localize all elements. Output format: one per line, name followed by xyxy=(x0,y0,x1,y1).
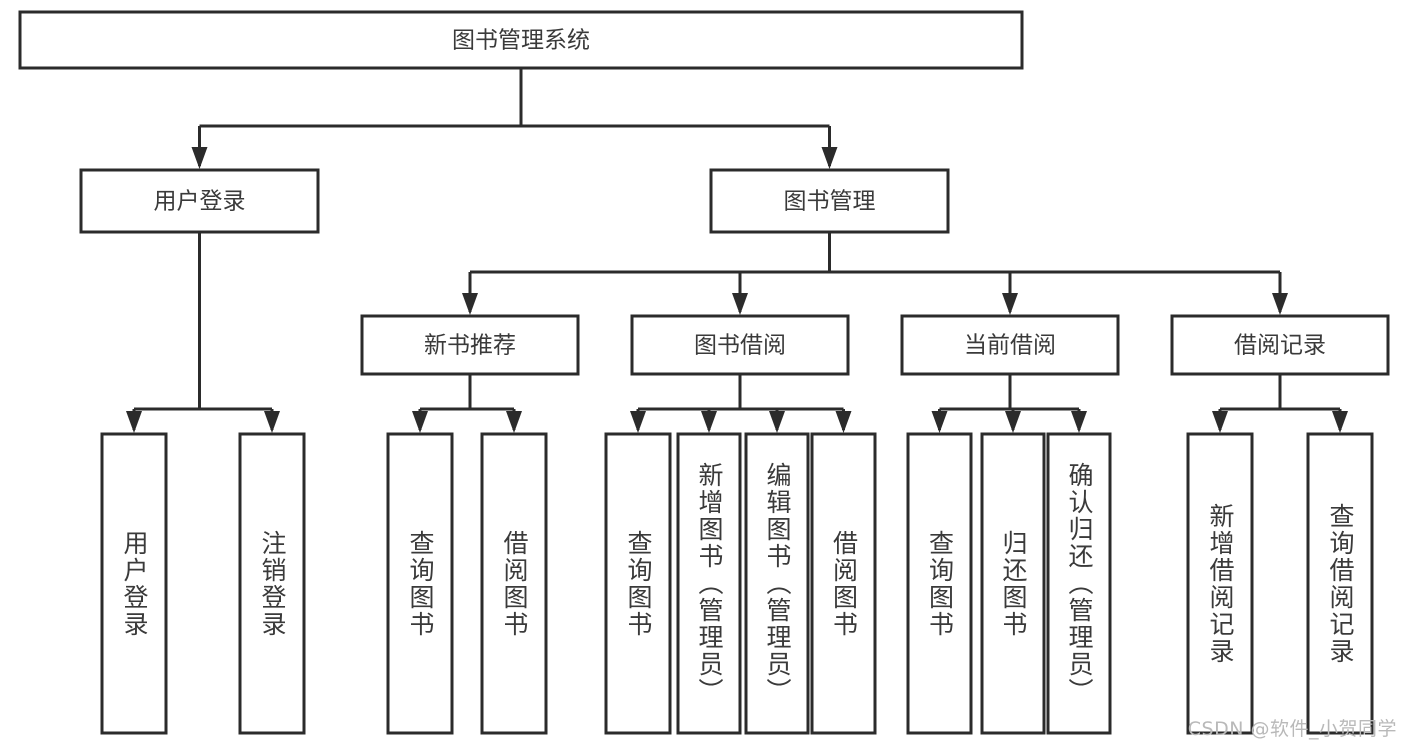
arrow-head xyxy=(412,411,428,433)
node-level3-2[interactable] xyxy=(900,314,1120,376)
arrow-head xyxy=(835,411,852,433)
node-level2-label-0: 用户登录 xyxy=(154,189,246,215)
node-box[interactable] xyxy=(906,432,973,735)
node-level3-0[interactable] xyxy=(360,314,580,376)
node-level3-3[interactable] xyxy=(1170,314,1390,376)
node-box[interactable] xyxy=(810,432,877,735)
arrow-head xyxy=(1212,411,1228,433)
arrow-head xyxy=(732,293,748,315)
node-box[interactable] xyxy=(604,432,672,735)
node-box[interactable] xyxy=(676,432,742,735)
node-leaf-2[interactable] xyxy=(386,432,454,735)
node-level3-label-2: 当前借阅 xyxy=(964,333,1056,359)
arrow-head xyxy=(769,411,785,433)
node-level3-1[interactable] xyxy=(630,314,850,376)
node-box[interactable] xyxy=(18,10,1024,70)
node-leaf-1[interactable] xyxy=(238,432,306,735)
node-leaf-5[interactable] xyxy=(676,432,742,735)
node-level3-label-0: 新书推荐 xyxy=(424,333,516,359)
node-box[interactable] xyxy=(360,314,580,376)
node-box[interactable] xyxy=(900,314,1120,376)
arrow-head xyxy=(506,411,522,433)
node-leaf-12[interactable] xyxy=(1306,432,1374,735)
node-leaf-10[interactable] xyxy=(1046,432,1112,735)
node-leaf-11[interactable] xyxy=(1186,432,1254,735)
arrow-head xyxy=(1332,411,1348,433)
arrow-head xyxy=(264,411,280,433)
node-box[interactable] xyxy=(79,168,320,234)
node-level2-0[interactable] xyxy=(79,168,320,234)
connectors-layer xyxy=(126,68,1348,433)
watermark-text: CSDN @软件_小贺同学 xyxy=(1187,718,1397,740)
node-box[interactable] xyxy=(386,432,454,735)
arrow-head xyxy=(191,147,208,169)
node-level3-label-1: 图书借阅 xyxy=(694,333,786,359)
node-root-label: 图书管理系统 xyxy=(452,28,590,54)
node-box[interactable] xyxy=(980,432,1046,735)
node-leaf-6[interactable] xyxy=(744,432,810,735)
node-leaf-3[interactable] xyxy=(480,432,548,735)
node-box[interactable] xyxy=(480,432,548,735)
arrow-head xyxy=(462,293,478,315)
node-box[interactable] xyxy=(709,168,950,234)
node-leaf-9[interactable] xyxy=(980,432,1046,735)
node-box[interactable] xyxy=(630,314,850,376)
node-box[interactable] xyxy=(238,432,306,735)
node-box[interactable] xyxy=(1306,432,1374,735)
node-box[interactable] xyxy=(1186,432,1254,735)
node-box[interactable] xyxy=(100,432,168,735)
node-level2-label-1: 图书管理 xyxy=(784,189,876,215)
node-level2-1[interactable] xyxy=(709,168,950,234)
arrow-head xyxy=(1272,293,1288,315)
node-box[interactable] xyxy=(1046,432,1112,735)
node-leaf-7[interactable] xyxy=(810,432,877,735)
arrow-head xyxy=(931,411,948,433)
node-leaf-4[interactable] xyxy=(604,432,672,735)
arrow-head xyxy=(1002,293,1018,315)
node-box[interactable] xyxy=(1170,314,1390,376)
node-leaf-8[interactable] xyxy=(906,432,973,735)
node-leaf-0[interactable] xyxy=(100,432,168,735)
arrow-head xyxy=(1071,411,1087,433)
node-level3-label-3: 借阅记录 xyxy=(1234,333,1326,359)
arrow-head xyxy=(1005,411,1021,433)
boxes-layer xyxy=(18,10,1390,735)
arrow-head xyxy=(630,411,646,433)
arrow-head xyxy=(821,147,838,169)
arrow-head xyxy=(701,411,717,433)
node-root[interactable] xyxy=(18,10,1024,70)
node-box[interactable] xyxy=(744,432,810,735)
arrow-head xyxy=(126,411,142,433)
